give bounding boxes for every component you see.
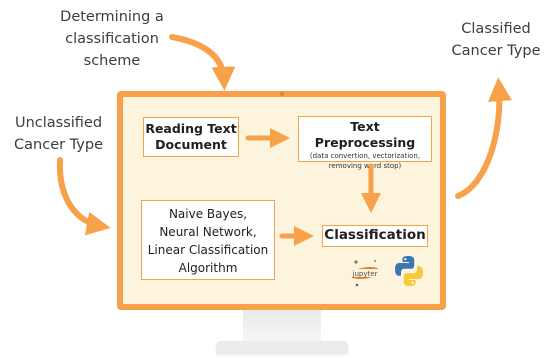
input-label-line-1: Unclassified <box>14 115 103 131</box>
monitor-camera-dot <box>280 92 284 96</box>
scheme-label-line-3: scheme <box>83 53 141 69</box>
algorithms-line-4: Algorithm <box>178 261 238 275</box>
input-label-line-2: Cancer Type <box>14 137 103 153</box>
algorithms-box: Naive Bayes, Neural Network, Linear Clas… <box>141 200 275 280</box>
preprocessing-box: Text Preprocessing (data convertion, vec… <box>298 116 432 170</box>
input-arrow <box>56 157 111 236</box>
input-label: Unclassified Cancer Type <box>6 112 111 156</box>
algorithms-line-3: Linear Classification <box>147 243 269 257</box>
output-label: Classified Cancer Type <box>446 18 546 62</box>
preprocessing-title: Text Preprocessing <box>314 119 416 150</box>
jupyter-text: jupyter <box>352 270 378 278</box>
python-icon <box>394 255 424 287</box>
monitor-stand-base <box>216 341 348 354</box>
scheme-arrow <box>169 34 236 91</box>
preprocessing-detail-line-1: (data convertion, vectorization, <box>309 152 421 160</box>
reading-text-line-2: Document <box>155 137 227 152</box>
algorithms-line-1: Naive Bayes, <box>168 207 248 221</box>
classification-label: Classification <box>324 227 426 243</box>
algorithms-line-2: Neural Network, <box>159 225 257 239</box>
classification-box: Classification <box>322 225 428 247</box>
monitor-stand-neck <box>243 310 321 343</box>
jupyter-icon: jupyter <box>348 256 382 290</box>
reading-text-box: Reading Text Document <box>143 117 239 157</box>
output-label-line-1: Classified <box>461 21 531 37</box>
output-label-line-2: Cancer Type <box>451 43 541 59</box>
scheme-label-line-2: classification <box>65 31 159 47</box>
scheme-label-line-1: Determining a <box>60 9 164 25</box>
preprocessing-detail-line-2: removing word stop) <box>328 162 402 170</box>
output-arrow <box>455 77 512 199</box>
scheme-label: Determining a classification scheme <box>52 6 172 72</box>
reading-text-line-1: Reading Text <box>145 121 237 136</box>
